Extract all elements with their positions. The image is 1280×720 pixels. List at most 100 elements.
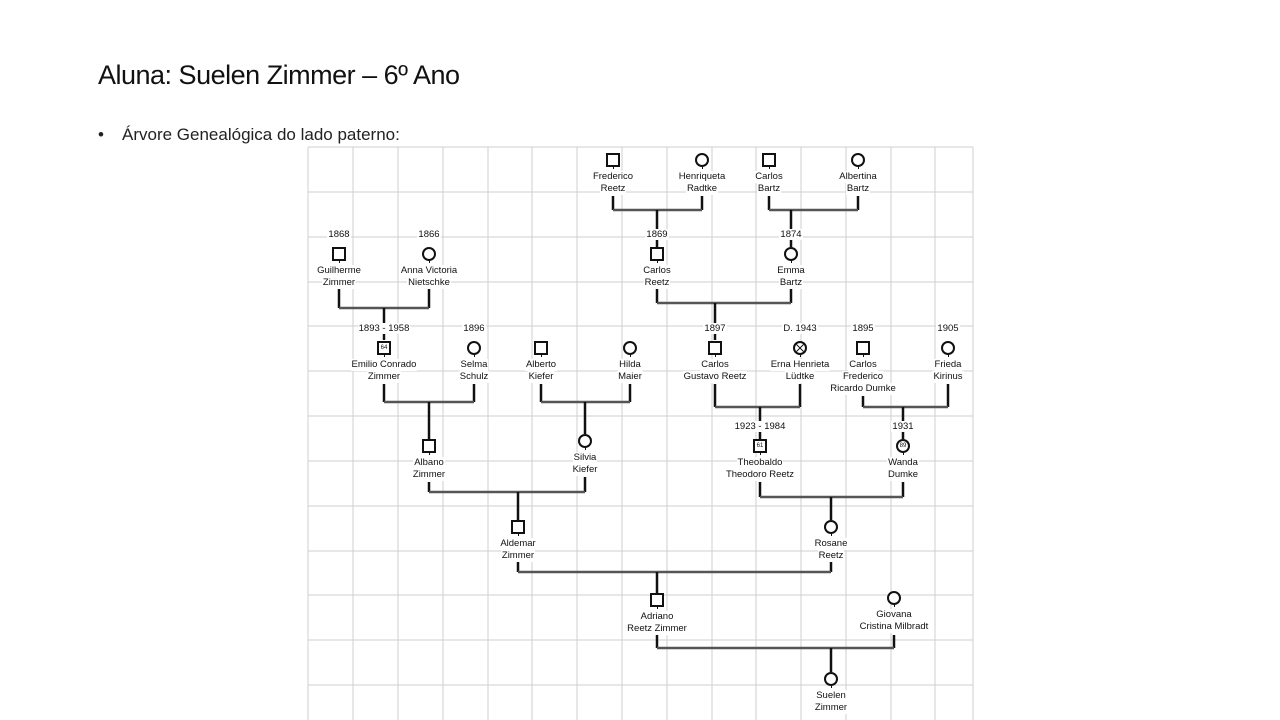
year-label: 1895	[803, 323, 923, 335]
name-line: Henriqueta	[677, 171, 727, 183]
name-line: Erna Henrieta	[769, 359, 831, 371]
name-line: Reetz	[643, 277, 671, 289]
name-line: Theobaldo	[736, 457, 784, 469]
name-line: Carlos	[700, 359, 730, 371]
name-line: Giovana	[875, 609, 913, 621]
male-square-icon	[332, 247, 346, 263]
name-line: Dumke	[886, 469, 920, 481]
year-label: 1869	[597, 229, 717, 241]
birth-year: 1931	[891, 421, 915, 432]
female-circle-icon	[623, 341, 637, 357]
birth-year: 1896	[462, 323, 486, 334]
female-circle-icon	[422, 247, 436, 263]
male-square-icon	[650, 247, 664, 263]
male-square-icon	[511, 520, 525, 536]
name-line: Frederico	[841, 371, 885, 383]
name-line: Reetz Zimmer	[626, 623, 688, 635]
name-line: Radtke	[685, 183, 719, 195]
year-label: 1905	[888, 323, 1008, 335]
name-line: Gustavo Reetz	[682, 371, 748, 383]
name-line: Wanda	[887, 457, 919, 469]
female-circle-icon	[941, 341, 955, 357]
name-line: Frederico	[591, 171, 635, 183]
name-line: Ricardo Dumke	[829, 383, 897, 395]
name-line: Kiefer	[571, 464, 599, 476]
name-line: Nietschke	[407, 277, 451, 289]
female-circle-icon	[887, 591, 901, 607]
name-line: Selma	[459, 359, 489, 371]
birth-year: 1893 - 1958	[357, 323, 411, 334]
name-line: Lüdtke	[784, 371, 816, 383]
name-line: Anna Victoria	[399, 265, 459, 277]
name-line: Zimmer	[321, 277, 357, 289]
name-line: Bartz	[845, 183, 871, 195]
year-label: 1874	[731, 229, 851, 241]
name-line: Kiefer	[527, 371, 555, 383]
name-line: Adriano	[639, 611, 675, 623]
year-label: 1923 - 1984	[700, 421, 820, 433]
male-square-icon	[856, 341, 870, 357]
female-circle-icon	[824, 672, 838, 688]
birth-year: 1866	[417, 229, 441, 240]
name-line: Silvia	[572, 452, 598, 464]
name-line: Maier	[617, 371, 643, 383]
name-line: Cristina Milbradt	[858, 621, 930, 633]
male-square-icon: 64	[377, 341, 391, 357]
birth-year: 1895	[851, 323, 875, 334]
year-label: D. 1943	[740, 323, 860, 335]
year-label: 1931	[843, 421, 963, 433]
bullet-text: Árvore Genealógica do lado paterno:	[122, 125, 400, 144]
birth-year: 1897	[703, 323, 727, 334]
name-line: Alberto	[524, 359, 558, 371]
name-line: Carlos	[848, 359, 878, 371]
female-circle-icon: 89	[896, 439, 910, 455]
male-square-icon	[422, 439, 436, 455]
female-circle-icon	[695, 153, 709, 169]
year-label: 1893 - 1958	[324, 323, 444, 335]
birth-year: 1923 - 1984	[733, 421, 787, 432]
name-line: Reetz	[599, 183, 627, 195]
bullet-item: •Árvore Genealógica do lado paterno:	[98, 125, 400, 145]
name-line: Frieda	[933, 359, 963, 371]
male-square-icon	[708, 341, 722, 357]
birth-year: 1868	[327, 229, 351, 240]
name-line: Theodoro Reetz	[724, 469, 796, 481]
name-line: Bartz	[756, 183, 782, 195]
male-square-icon: 61	[753, 439, 767, 455]
birth-year: D. 1943	[782, 323, 818, 334]
year-label: 1897	[655, 323, 775, 335]
name-line: Zimmer	[813, 702, 849, 714]
year-label: 1896	[414, 323, 534, 335]
male-square-icon	[762, 153, 776, 169]
birth-year: 1905	[936, 323, 960, 334]
male-square-icon	[650, 593, 664, 609]
deceased-cross-icon	[796, 344, 804, 352]
name-line: Albertina	[838, 171, 878, 183]
name-line: Hilda	[618, 359, 642, 371]
name-line: Zimmer	[366, 371, 402, 383]
name-line: Aldemar	[499, 538, 537, 550]
name-line: Reetz	[817, 550, 845, 562]
name-line: Carlos	[642, 265, 672, 277]
female-circle-icon	[467, 341, 481, 357]
name-line: Kirinus	[932, 371, 964, 383]
female-circle-icon	[824, 520, 838, 536]
